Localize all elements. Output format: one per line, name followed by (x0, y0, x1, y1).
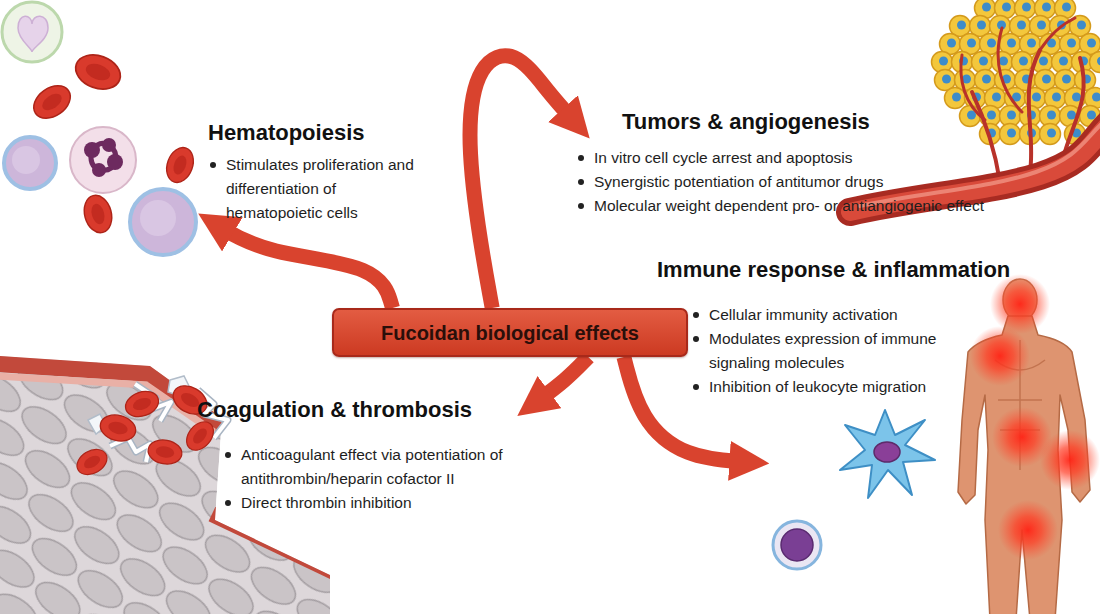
red-blood-cell (146, 437, 184, 466)
heading-text: Hematopoiesis (208, 120, 365, 145)
heading-text: Tumors & angiogenesis (622, 109, 870, 134)
tumor-cell (1000, 124, 1021, 145)
capillary (961, 55, 985, 120)
tumor-illustration (850, 0, 1100, 212)
bullet-text: Modulates expression of immune signaling… (709, 330, 936, 371)
bullet-item: Molecular weight dependent pro- or antia… (578, 194, 1064, 218)
group-heading: Immune response & inflammation (657, 257, 1075, 283)
red-blood-cell (28, 79, 77, 125)
bullet-text: Inhibition of leukocyte migration (709, 378, 926, 395)
cell-nucleus (874, 442, 900, 462)
dendritic-cell (840, 410, 935, 498)
inflammation-glow (998, 500, 1058, 560)
inflammation-glow (970, 326, 1030, 386)
red-blood-cell (181, 417, 219, 456)
red-blood-cell (71, 49, 125, 95)
bullet-text: Direct thrombin inhibition (241, 494, 412, 511)
bullet-item: Synergistic potentiation of antitumor dr… (578, 170, 1064, 194)
bullet-item: Inhibition of leukocyte migration (693, 375, 957, 399)
central-box: Fucoidan biological effects (332, 308, 688, 357)
tumor-cell (945, 88, 966, 109)
bullet-dot (578, 203, 584, 209)
bullet-dot (578, 179, 584, 185)
effect-group: Tumors & angiogenesis In vitro cell cycle… (575, 109, 1075, 218)
bullet-item: In vitro cell cycle arrest and apoptosis (578, 146, 1064, 170)
center-title: Fucoidan biological effects (381, 321, 639, 345)
bullet-dot (225, 452, 231, 458)
nucleus-lobe (84, 142, 100, 158)
lymphoid-cell (4, 137, 56, 189)
effect-group: Immune response & inflammationCellular i… (655, 257, 1075, 462)
pale-cell (2, 2, 62, 62)
bullet-item: Modulates expression of immune signaling… (693, 327, 957, 375)
capillary (998, 28, 1022, 112)
bullet-dot (693, 312, 699, 318)
effect-arrow (217, 225, 393, 308)
lymphocyte (773, 521, 821, 569)
effect-group: Coagulation & thrombosisAnticoagulant ef… (195, 397, 535, 515)
group-heading: Tumors & angiogenesis (622, 109, 1075, 135)
red-blood-cell (122, 387, 162, 421)
heading-text: Coagulation & thrombosis (197, 397, 472, 422)
effect-group: HematopoiesisStimulates proliferation an… (205, 120, 445, 225)
nucleus-lobe (102, 138, 116, 152)
bullet-text: Anticoagulant effect via potentiation of… (241, 446, 503, 487)
bullet-text: In vitro cell cycle arrest and apoptosis (594, 149, 852, 166)
bullet-dot (578, 155, 584, 161)
bullet-dot (693, 336, 699, 342)
group-heading: Coagulation & thrombosis (197, 397, 535, 423)
bullet-text: Stimulates proliferation and differentia… (226, 156, 414, 221)
red-blood-cell (80, 192, 116, 236)
effect-arrow (535, 357, 588, 403)
pale-cell-nucleus (18, 16, 48, 52)
capillary (972, 92, 1000, 182)
bullet-item: Anticoagulant effect via potentiation of… (225, 443, 525, 491)
immune-illustration (773, 274, 1100, 614)
capillary (1040, 18, 1075, 50)
fibrin-strand (110, 438, 150, 462)
vessel-wall (0, 360, 224, 422)
bullet-dot (210, 162, 216, 168)
bullet-item: Cellular immunity activation (693, 303, 957, 327)
cell-highlight (140, 200, 176, 236)
vessel-wall (212, 514, 338, 574)
center-label: Fucoidan biological effects (381, 322, 639, 344)
vessel-highlight (860, 116, 1100, 206)
bullet-text: Synergistic potentiation of antitumor dr… (594, 173, 884, 190)
red-blood-cell (73, 444, 112, 479)
blood-cells-illustration (2, 2, 198, 255)
bullet-item: Stimulates proliferation and differentia… (210, 153, 421, 225)
effect-arrow (470, 56, 575, 308)
bullet-dot (225, 500, 231, 506)
capillary (1029, 50, 1040, 172)
lymphoid-cell (130, 189, 196, 255)
neutrophil (70, 127, 136, 193)
fibrin-strand (110, 438, 150, 462)
inflammation-glow (1040, 430, 1100, 490)
nucleus-lobe (107, 154, 123, 170)
bullet-text: Molecular weight dependent pro- or antia… (594, 197, 984, 214)
bullet-dot (693, 384, 699, 390)
red-blood-cell (162, 144, 198, 186)
heading-text: Immune response & inflammation (657, 257, 1010, 282)
effect-arrow (624, 357, 747, 462)
inflammation-glow (990, 274, 1050, 334)
nucleus-lobe (92, 163, 106, 177)
group-heading: Hematopoiesis (208, 120, 445, 146)
cell-nucleus (781, 529, 813, 561)
tumor-cell (1040, 124, 1061, 145)
bullet-item: Direct thrombin inhibition (225, 491, 525, 515)
bullet-text: Cellular immunity activation (709, 306, 898, 323)
cell-highlight (12, 146, 40, 174)
tumor-cell (1090, 52, 1100, 73)
